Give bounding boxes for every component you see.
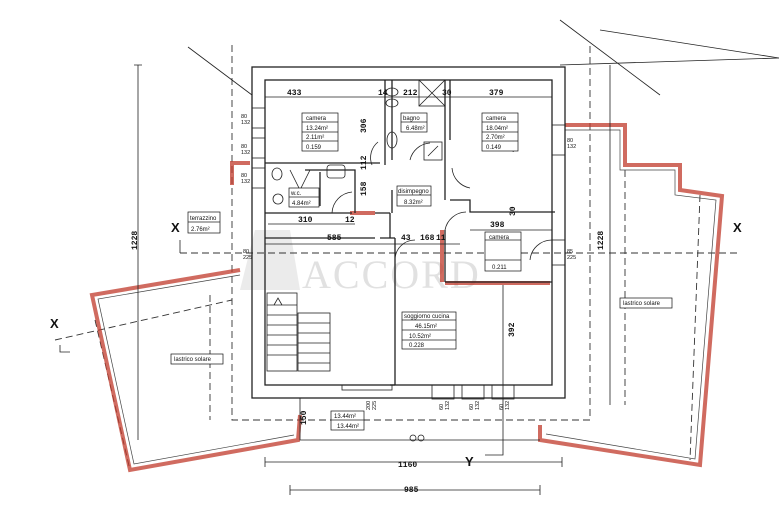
room-label-terrazzino: terrazzino 2.76m² bbox=[187, 211, 221, 234]
room-label-bagno: bagno 6.48m² bbox=[400, 112, 428, 133]
svg-text:ACCORD: ACCORD bbox=[302, 252, 481, 297]
svg-text:camera: camera bbox=[489, 235, 510, 241]
dim-1228-right: 1228 bbox=[597, 231, 606, 250]
section-mark-x-right: X bbox=[733, 220, 742, 235]
svg-text:132: 132 bbox=[567, 144, 576, 150]
svg-text:80: 80 bbox=[241, 144, 247, 150]
entrance-area-label: 13.44m² 13.44m² bbox=[330, 410, 365, 431]
bathroom-fixtures bbox=[271, 79, 446, 205]
svg-text:lastrico solare: lastrico solare bbox=[174, 357, 212, 363]
dim-306: 306 bbox=[360, 118, 369, 133]
svg-text:disimpegno: disimpegno bbox=[398, 189, 429, 195]
room-label-lastrico-right: lastrico solare bbox=[619, 297, 673, 309]
svg-text:0.159: 0.159 bbox=[306, 145, 322, 151]
svg-text:60: 60 bbox=[499, 404, 505, 410]
dim-985: 985 bbox=[404, 486, 419, 495]
svg-text:80: 80 bbox=[243, 249, 249, 255]
dim-150: 150 bbox=[300, 410, 309, 425]
room-label-camera-ne: camera 18.04m² 2.70m² 0.149 bbox=[481, 112, 519, 152]
svg-text:225: 225 bbox=[372, 401, 378, 410]
dim-11: 11 bbox=[436, 234, 446, 243]
svg-text:camera: camera bbox=[306, 116, 327, 122]
dim-310: 310 bbox=[298, 216, 313, 225]
watermark-logo: ACCORD bbox=[240, 230, 481, 297]
dim-30-v: 30 bbox=[509, 206, 518, 216]
dim-12: 12 bbox=[345, 216, 355, 225]
dimension-lines bbox=[59, 64, 611, 495]
svg-text:0.228: 0.228 bbox=[409, 343, 425, 349]
svg-text:200: 200 bbox=[366, 401, 372, 410]
section-mark-y: Y bbox=[465, 454, 474, 469]
svg-text:bagno: bagno bbox=[403, 116, 420, 122]
room-label-wc: w.c. 4.84m² bbox=[288, 187, 320, 208]
svg-text:60: 60 bbox=[469, 404, 475, 410]
room-label-soggiorno-cucina: soggiorno cucina 46.15m² 10.52m² 0.228 bbox=[401, 311, 457, 350]
svg-text:13.44m²: 13.44m² bbox=[337, 424, 359, 430]
dim-212: 212 bbox=[403, 89, 418, 98]
site-lines bbox=[187, 19, 779, 96]
svg-text:60: 60 bbox=[439, 404, 445, 410]
dim-585: 585 bbox=[327, 234, 342, 243]
svg-text:2.70m²: 2.70m² bbox=[486, 135, 505, 141]
dim-43: 43 bbox=[401, 234, 411, 243]
svg-text:18.04m²: 18.04m² bbox=[486, 126, 508, 132]
svg-text:6.48m²: 6.48m² bbox=[406, 126, 425, 132]
svg-text:80: 80 bbox=[241, 173, 247, 179]
section-mark-x-left: X bbox=[171, 220, 180, 235]
room-label-lastrico-left: lastrico solare bbox=[170, 353, 224, 365]
svg-text:13.44m²: 13.44m² bbox=[334, 414, 356, 420]
dim-1228-left: 1228 bbox=[131, 231, 140, 250]
svg-text:0.211: 0.211 bbox=[492, 265, 507, 271]
dim-168: 168 bbox=[420, 234, 435, 243]
svg-text:225: 225 bbox=[243, 255, 252, 261]
terrace-right bbox=[538, 123, 725, 468]
svg-text:2.11m²: 2.11m² bbox=[306, 135, 324, 141]
svg-text:132: 132 bbox=[241, 179, 250, 185]
section-mark-x-left-2: X bbox=[50, 316, 59, 331]
svg-text:80: 80 bbox=[567, 138, 573, 144]
svg-text:132: 132 bbox=[505, 401, 511, 410]
svg-text:225: 225 bbox=[567, 255, 576, 261]
svg-text:camera: camera bbox=[486, 116, 507, 122]
svg-text:132: 132 bbox=[241, 150, 250, 156]
svg-text:2.76m²: 2.76m² bbox=[191, 227, 210, 233]
door-swings bbox=[331, 141, 553, 391]
roof-outline bbox=[54, 45, 740, 471]
svg-text:lastrico solare: lastrico solare bbox=[623, 301, 661, 307]
svg-text:132: 132 bbox=[445, 401, 451, 410]
svg-text:132: 132 bbox=[241, 120, 250, 126]
svg-text:132: 132 bbox=[475, 401, 481, 410]
room-label-camera-nw: camera 13.24m² 2.11m² 0.159 bbox=[301, 112, 339, 152]
svg-text:0.149: 0.149 bbox=[486, 145, 502, 151]
dim-398: 398 bbox=[490, 221, 505, 230]
svg-text:terrazzino: terrazzino bbox=[190, 216, 217, 222]
staircase bbox=[266, 292, 331, 372]
dim-433: 433 bbox=[287, 89, 302, 98]
dim-158: 158 bbox=[360, 181, 369, 196]
svg-text:soggiorno cucina: soggiorno cucina bbox=[404, 314, 450, 320]
dim-112: 112 bbox=[360, 155, 369, 170]
terrace-left bbox=[89, 268, 302, 473]
svg-text:85: 85 bbox=[567, 249, 573, 255]
svg-text:w.c.: w.c. bbox=[290, 191, 302, 197]
dim-14: 14 bbox=[378, 89, 388, 98]
room-label-disimpegno: disimpegno 8.32m² bbox=[396, 185, 432, 207]
dim-1160: 1160 bbox=[398, 461, 417, 470]
dim-392: 392 bbox=[508, 322, 517, 337]
svg-text:8.32m²: 8.32m² bbox=[404, 200, 423, 206]
svg-text:80: 80 bbox=[241, 114, 247, 120]
svg-text:13.24m²: 13.24m² bbox=[306, 126, 328, 132]
room-label-camera-e: camera 0.211 bbox=[484, 231, 522, 272]
svg-text:4.84m²: 4.84m² bbox=[292, 201, 311, 207]
dim-379: 379 bbox=[489, 89, 504, 98]
dim-30: 30 bbox=[442, 89, 452, 98]
terrazzino-railing bbox=[230, 161, 250, 185]
svg-text:10.52m²: 10.52m² bbox=[409, 334, 431, 340]
svg-text:46.15m²: 46.15m² bbox=[415, 324, 437, 330]
